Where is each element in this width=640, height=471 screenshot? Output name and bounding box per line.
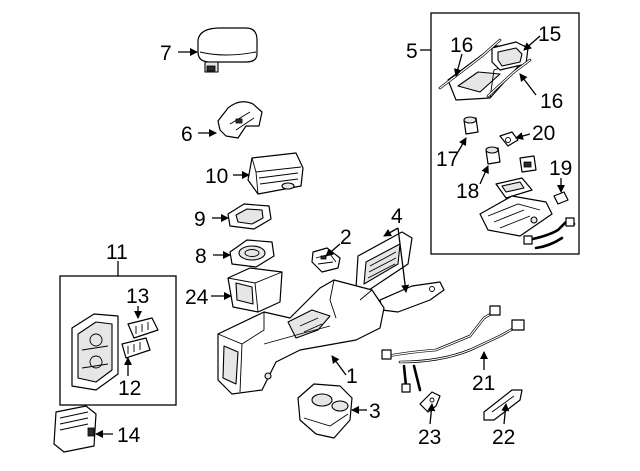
- callout-19: 19: [549, 157, 572, 180]
- bezel-insert-15-part: [491, 41, 529, 71]
- harness-part: [523, 217, 576, 250]
- storage-tray-part: [247, 152, 304, 195]
- side-panel-part: [355, 231, 445, 313]
- leader-lines: [95, 35, 565, 438]
- callout-24: 24: [185, 286, 209, 309]
- callout-4: 4: [391, 205, 403, 228]
- switch-12-part: [121, 337, 151, 359]
- callout-10: 10: [205, 165, 228, 188]
- armrest-lid-part: [197, 27, 258, 73]
- switch-13-part: [127, 317, 159, 339]
- connector-19-part: [553, 191, 569, 205]
- cover-part: [53, 405, 97, 453]
- console-body-part: [217, 279, 385, 395]
- callout-20: 20: [532, 122, 555, 145]
- callout-16-bottom: 16: [540, 90, 563, 113]
- storage-bin-part: [227, 267, 283, 313]
- button-panel-part: [495, 177, 533, 199]
- callout-13: 13: [126, 285, 149, 308]
- callout-18: 18: [456, 180, 479, 203]
- socket-18-part: [485, 146, 501, 165]
- callout-11: 11: [106, 241, 128, 264]
- callout-9: 9: [194, 208, 206, 231]
- small-switch-part: [519, 155, 537, 173]
- callout-7: 7: [160, 42, 172, 65]
- callout-12: 12: [118, 377, 141, 400]
- callout-8: 8: [195, 245, 207, 268]
- lid-hinge-part: [217, 101, 263, 139]
- callout-labels: 7 6 10 9 8 24 2 4 1 3 11 13 12 14 5 15 1…: [106, 23, 572, 449]
- callout-22: 22: [492, 426, 515, 449]
- trim-strip-16-part: [438, 38, 532, 98]
- switch-20-part: [499, 131, 519, 147]
- callout-17: 17: [436, 148, 459, 171]
- cup-holder-insert-part: [229, 239, 275, 268]
- callout-21: 21: [472, 372, 495, 395]
- mat-part: [227, 203, 272, 230]
- callout-5: 5: [406, 40, 418, 63]
- callout-6: 6: [181, 123, 193, 146]
- callout-3: 3: [369, 400, 381, 423]
- callout-15: 15: [538, 23, 561, 46]
- switch-panel-part: [71, 313, 119, 391]
- bracket-part: [311, 247, 341, 273]
- callout-16-top: 16: [450, 34, 473, 57]
- mounting-bracket-part: [479, 195, 553, 237]
- socket-17-part: [463, 116, 479, 135]
- lower-cup-holder-part: [297, 383, 353, 439]
- callout-2: 2: [340, 226, 352, 249]
- callout-23: 23: [418, 426, 441, 449]
- bracket-23-part: [419, 391, 441, 413]
- group-box-5: [430, 12, 580, 255]
- wiring-harness-21-part: [381, 305, 525, 393]
- callout-14: 14: [117, 424, 141, 447]
- callout-1: 1: [346, 365, 358, 388]
